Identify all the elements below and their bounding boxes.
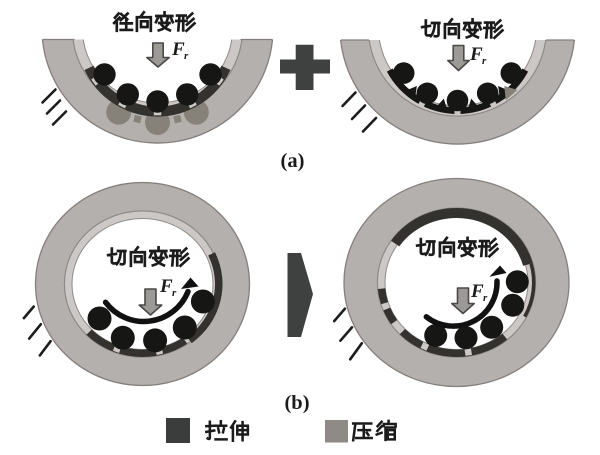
svg-text:F: F	[159, 276, 173, 297]
svg-text:F: F	[171, 39, 185, 60]
svg-text:r: r	[172, 287, 177, 299]
svg-text:F: F	[469, 44, 483, 65]
svg-text:r: r	[483, 292, 488, 304]
svg-text:F: F	[470, 281, 484, 302]
svg-text:r: r	[184, 50, 189, 62]
svg-text:r: r	[482, 55, 487, 67]
svg-text:(b): (b)	[284, 392, 309, 414]
svg-text:(a): (a)	[281, 150, 305, 172]
